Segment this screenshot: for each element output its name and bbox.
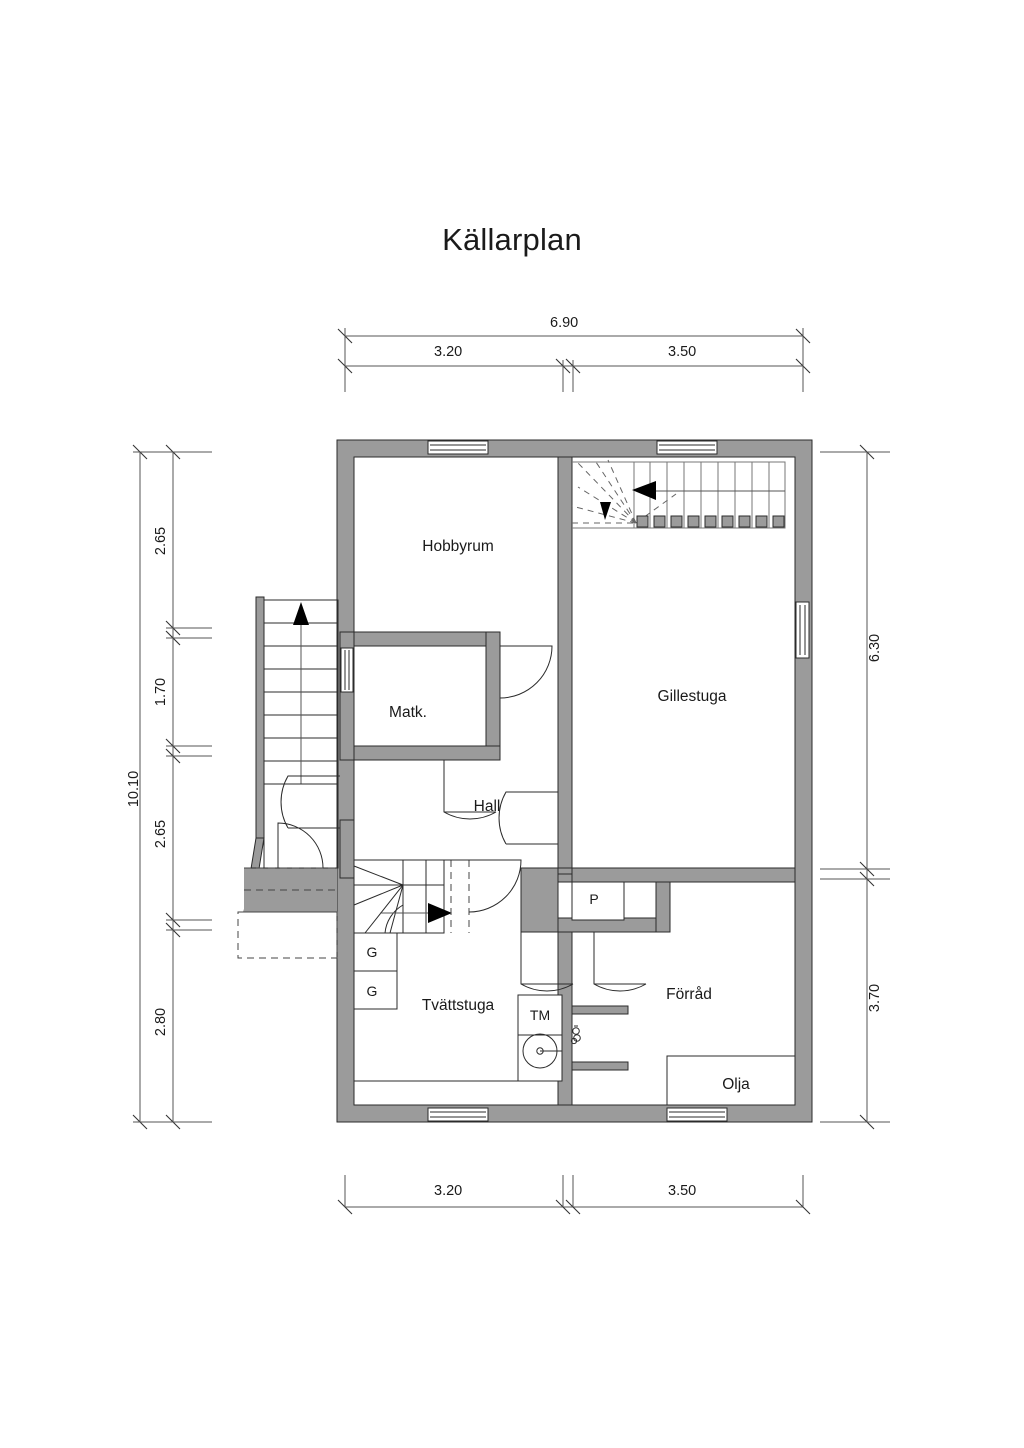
faucet-icon [570,1025,581,1045]
window-tvattstuga-bottom [427,1107,489,1122]
dim-right-seg-2: 3.70 [867,983,883,1013]
interior-walls [339,456,796,1106]
page-title: Källarplan [442,222,582,257]
left-dimension-lines [132,444,212,1130]
dim-left-seg-3: 2.65 [153,819,169,849]
dim-bottom-seg-2: 3.50 [668,1183,697,1199]
winder-stairs-center [353,859,470,934]
door-gillestuga [498,791,558,845]
arrow-up-icon [293,602,309,625]
room-label-tvattstuga: Tvättstuga [421,997,495,1014]
windows-top [427,440,718,455]
dim-top-seg-1: 3.20 [434,344,463,360]
room-label-hall: Hall [473,798,501,815]
wardrobes [353,932,398,1010]
window-stairs-top [656,440,718,455]
arrow-left-icon [632,481,656,500]
exterior-stairs-left [237,596,339,959]
top-dimension-lines [337,328,811,392]
dim-bottom-seg-1: 3.20 [434,1183,463,1199]
windows-bottom [427,1107,728,1122]
window-forrad-bottom [666,1107,728,1122]
dim-left-seg-2: 1.70 [153,677,169,707]
wardrobe-lower [353,970,398,1010]
laundry-fixtures [354,994,563,1082]
door-entry [280,775,340,829]
room-label-hobbyrum: Hobbyrum [422,538,494,555]
door-hobbyrum [499,645,553,699]
dim-right-seg-1: 6.30 [867,633,883,663]
dim-left-overall: 10.10 [126,770,142,808]
boiler-unit [571,881,625,921]
right-dimension-lines [820,444,890,1130]
door-forrad [593,932,647,992]
exterior-walls [336,439,813,1123]
bottom-dimension-lines [337,1175,811,1215]
dim-top-seg-2: 3.50 [668,344,697,360]
arrow-down-icon [600,502,611,520]
oil-tank [666,1055,796,1106]
room-label-matk: Matk. [389,704,427,721]
fixture-label-wardrobe-lower: G [366,983,378,999]
interior-stairs-top [571,458,786,529]
balusters [636,515,785,528]
dim-top-overall: 6.90 [550,315,579,331]
dim-left-seg-4: 2.80 [153,1007,169,1037]
room-label-olja: Olja [722,1076,750,1093]
windows-right [795,601,810,659]
window-gillestuga-right [795,601,810,659]
dim-left-seg-1: 2.65 [153,526,169,556]
door-swings [280,645,647,992]
room-label-gillestuga: Gillestuga [657,688,727,705]
washing-machine [517,994,563,1036]
room-label-forrad: Förråd [666,986,712,1003]
arrow-right-icon [428,903,452,923]
door-tvattstuga [468,859,522,913]
fixture-label-washing-machine: TM [529,1007,551,1023]
fixture-label-wardrobe-upper: G [366,944,378,960]
fixture-label-boiler: P [589,891,599,907]
window-hobbyrum-top [427,440,489,455]
